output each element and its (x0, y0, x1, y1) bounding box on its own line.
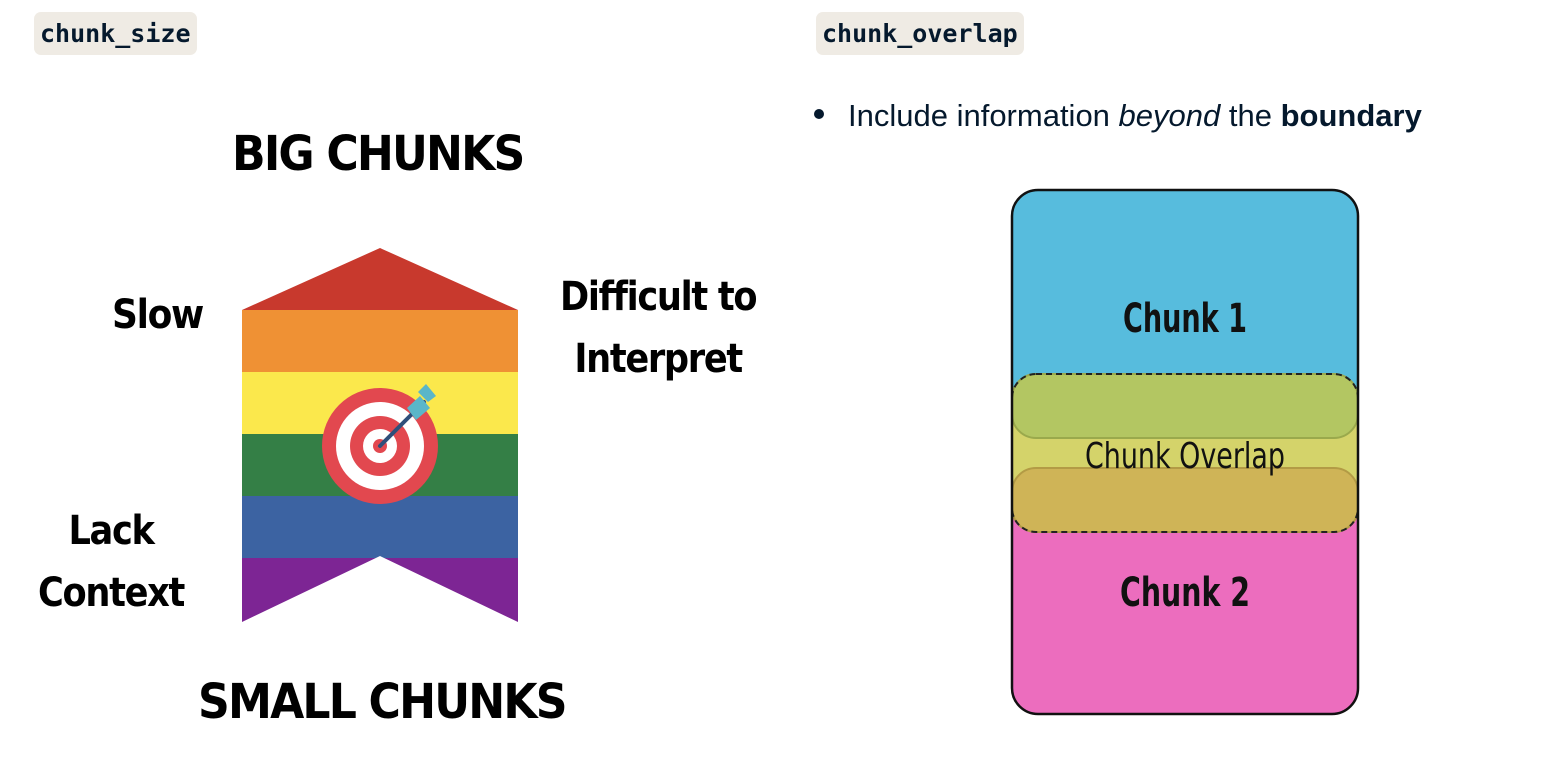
difficult-to-interpret-label: Difficult to Interpret (560, 266, 758, 390)
lack-line1: Lack (68, 508, 155, 554)
target-arrow-icon (322, 384, 438, 504)
stripe-purple (242, 558, 518, 622)
small-chunks-label: SMALL CHUNKS (198, 674, 568, 730)
chunk2-label: Chunk 2 (1120, 570, 1250, 616)
card-border (1010, 188, 1360, 716)
overlap-dashed-border (1012, 373, 1358, 533)
stripe-blue (242, 496, 518, 558)
chunk-overlap-diagram: Chunk 1 Chunk Overlap Chunk 2 (1010, 188, 1360, 716)
bullet-text-prefix: Include information (848, 98, 1119, 133)
chunk1-label: Chunk 1 (1123, 296, 1247, 342)
chunk-size-tag: chunk_size (34, 12, 197, 55)
bullet-text-middle: the (1220, 98, 1281, 133)
difficult-line2: Interpret (574, 336, 743, 382)
overlap-label: Chunk Overlap (1085, 436, 1285, 477)
chunk-overlap-tag: chunk_overlap (816, 12, 1024, 55)
stripe-orange (242, 310, 518, 372)
stripe-red (242, 248, 518, 310)
rainbow-banner (242, 248, 518, 622)
slow-label: Slow (112, 292, 204, 338)
bullet-dot (814, 108, 824, 119)
bullet-point: Include information beyond the boundary (814, 98, 1422, 134)
overlap-top-block (1012, 373, 1358, 439)
overlap-bottom-block (1012, 467, 1358, 533)
lack-context-label: Lack Context (38, 500, 185, 624)
lack-line2: Context (38, 570, 185, 616)
bullet-text-emphasis: beyond (1118, 98, 1221, 133)
big-chunks-label: BIG CHUNKS (232, 126, 525, 182)
bullet-text-bold: boundary (1280, 98, 1422, 133)
difficult-line1: Difficult to (560, 274, 758, 320)
